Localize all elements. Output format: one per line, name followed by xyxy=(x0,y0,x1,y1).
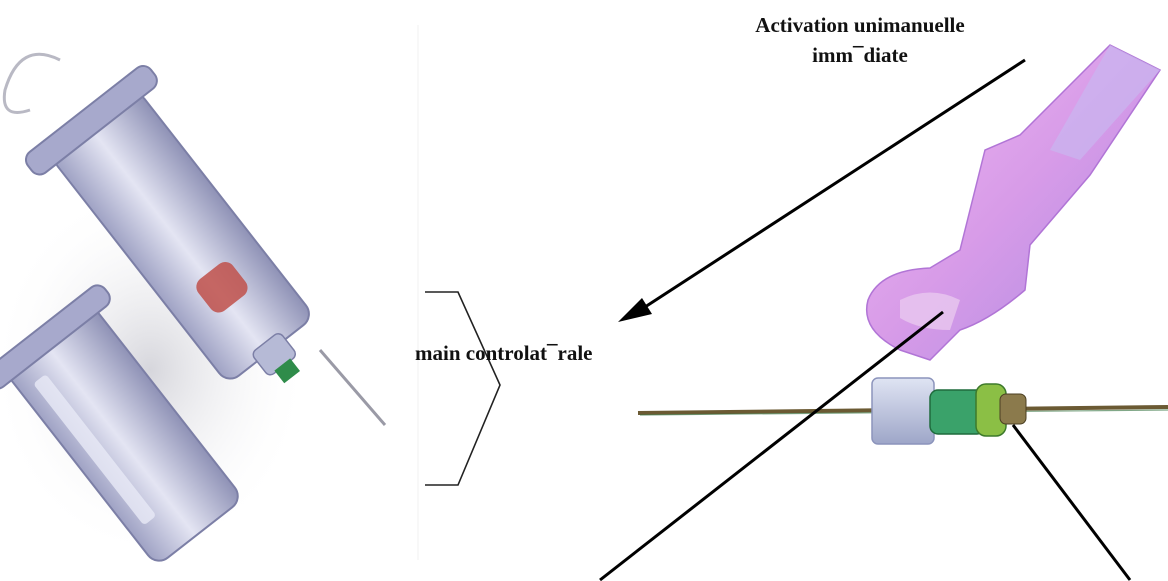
safety-needle-icon xyxy=(637,44,1168,445)
bracket xyxy=(425,291,501,486)
activation-label-line2: imm¯diate xyxy=(812,43,908,67)
blood-collection-tube-holder-icon xyxy=(0,52,387,562)
activation-arrow xyxy=(618,58,1026,322)
activation-label-line1: Activation unimanuelle xyxy=(755,13,965,37)
activation-label: Activation unimanuelle imm¯diate xyxy=(650,10,1070,70)
controlateral-hand-label: main controlat¯rale xyxy=(415,341,593,365)
pointer-line-hub xyxy=(1011,424,1132,581)
pointer-line-shield xyxy=(599,310,944,581)
